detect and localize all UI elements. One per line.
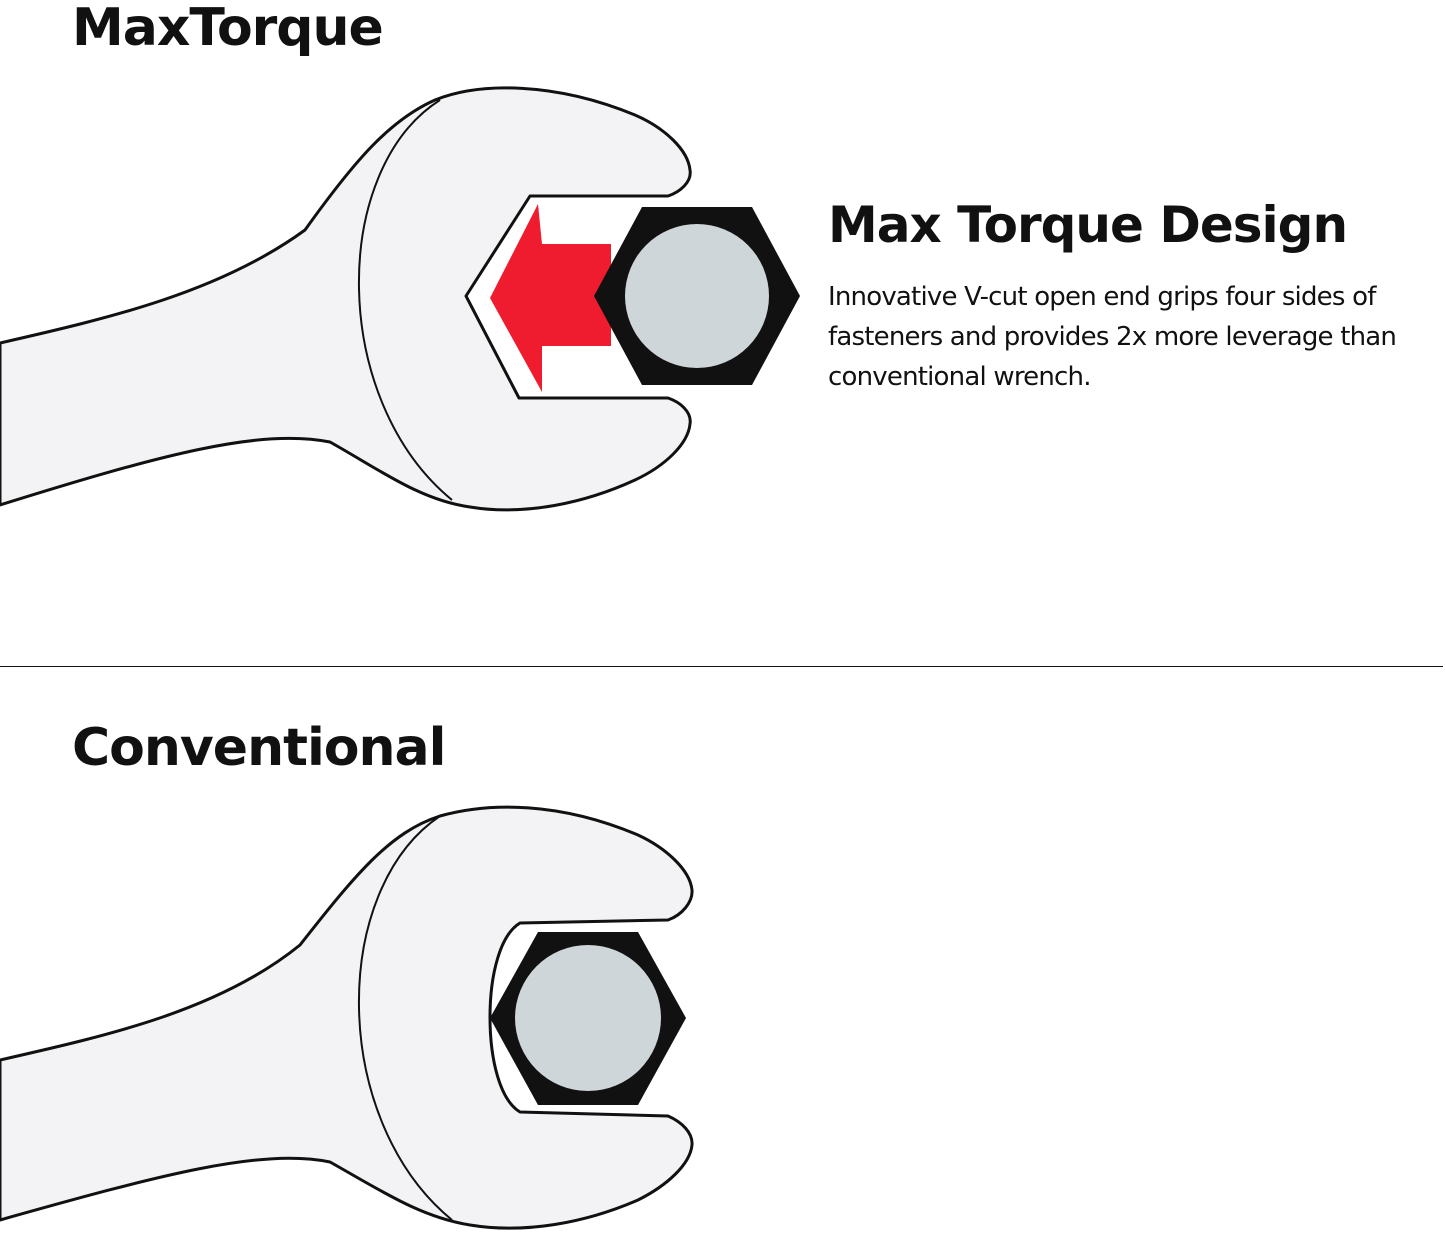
max-torque-design-heading: Max Torque Design [828,196,1348,254]
bolt-face [625,224,769,368]
wrench-body [0,86,692,512]
open-end-wrench-icon [0,86,692,512]
hex-nut-icon [490,932,686,1105]
maxtorque-title: MaxTorque [72,0,384,58]
bolt-face [515,945,661,1091]
open-end-wrench-icon [0,805,694,1230]
wrench-body [0,805,694,1230]
red-arrow-icon [490,204,611,392]
maxtorque-wrench-illustration [0,86,800,512]
conventional-title: Conventional [72,718,446,778]
max-torque-design-description: Innovative V-cut open end grips four sid… [828,282,1397,392]
hex-nut-icon [594,207,800,385]
section-divider [0,666,1443,667]
conventional-wrench-illustration [0,805,694,1230]
wrench-bevel-line [357,815,453,1221]
wrench-bevel-line [357,99,453,501]
